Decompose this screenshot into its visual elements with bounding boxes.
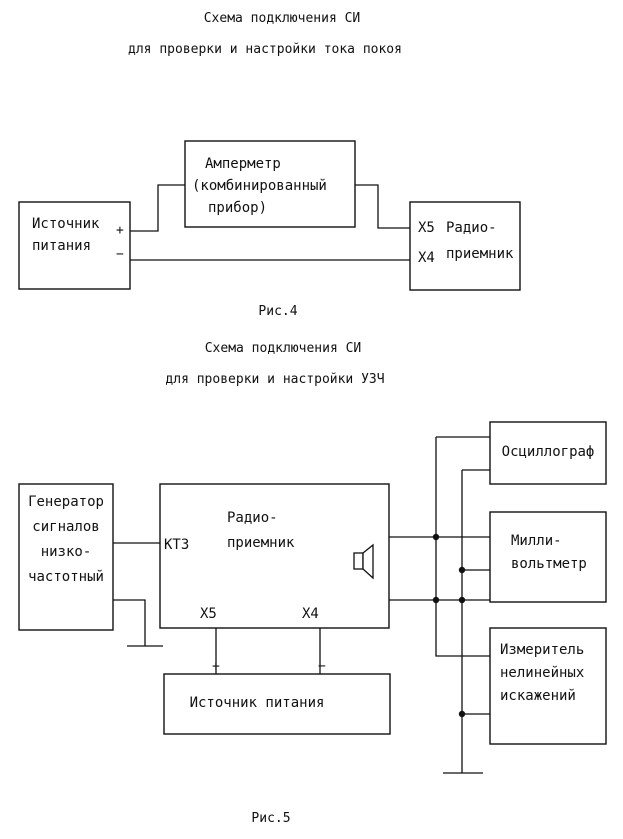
- fig5-bus-signal: [435, 437, 490, 657]
- fig5-radio-receiver: Радио- приемник КТ3 X5 X4: [159, 483, 390, 629]
- fig4-ammeter-label-1: Амперметр: [205, 156, 281, 172]
- fig5-generator: Генератор сигналов низко- частотный: [18, 483, 114, 631]
- fig4-source-label-1: Источник: [32, 216, 100, 232]
- fig5-radio-kt3: КТ3: [164, 537, 189, 553]
- fig5-generator-label-3: низко-: [41, 544, 92, 560]
- fig5-millivoltmeter-label-1: Милли-: [511, 533, 562, 549]
- fig5-generator-label-1: Генератор: [28, 494, 104, 510]
- fig5-power-plus: +: [212, 659, 220, 674]
- fig4-source-minus: −: [116, 247, 124, 262]
- junction-dot: [458, 710, 466, 718]
- speaker-icon: [353, 543, 374, 580]
- fig5-millivoltmeter-label-2: вольтметр: [511, 556, 587, 572]
- fig5-title-line1: Схема подключения СИ: [205, 341, 362, 356]
- fig4-source-label-2: питания: [32, 238, 91, 254]
- fig5-wire-gen-ground: [113, 599, 146, 646]
- fig4-caption: Рис.4: [258, 304, 297, 319]
- junction-dot: [458, 566, 466, 574]
- fig5-distortion-label-3: искажений: [500, 688, 576, 704]
- fig5-oscillograph-label: Осциллограф: [502, 444, 595, 460]
- fig5-oscillograph: Осциллограф: [489, 421, 607, 485]
- fig5-power-label: Источник питания: [190, 695, 325, 711]
- junction-dot: [432, 533, 440, 541]
- fig5-radio-x4: X4: [302, 606, 319, 622]
- fig5-generator-label-4: частотный: [28, 569, 104, 585]
- fig4-title-line1: Схема подключения СИ: [204, 11, 361, 26]
- fig4-source-plus: +: [116, 223, 124, 238]
- fig5-caption: Рис.5: [251, 811, 290, 826]
- fig5-radio-label-2: приемник: [227, 535, 295, 551]
- fig4-ammeter-label-3: прибор): [208, 200, 267, 216]
- fig4-radio-label-2: приемник: [446, 246, 514, 262]
- fig5-radio-x5: X5: [200, 606, 217, 622]
- fig4-radio-receiver: X5 X4 Радио- приемник: [409, 201, 521, 291]
- fig4-radio-x4: X4: [418, 250, 435, 266]
- fig5-millivoltmeter: Милли- вольтметр: [489, 511, 607, 603]
- fig4-wire-plus-to-ammeter: [130, 184, 185, 232]
- fig4-title-line2: для проверки и настройки тока покоя: [128, 42, 402, 57]
- fig4-radio-label-1: Радио-: [446, 220, 497, 236]
- fig4-ammeter-label-2: (комбинированный: [192, 178, 327, 194]
- fig4-ammeter: Амперметр (комбинированный прибор): [184, 140, 356, 228]
- fig5-distortion-meter: Измеритель нелинейных искажений: [489, 627, 607, 745]
- junction-dot: [432, 596, 440, 604]
- fig4-radio-x5: X5: [418, 220, 435, 236]
- fig5-distortion-label-2: нелинейных: [500, 665, 584, 681]
- fig5-power-source: Источник питания + −: [163, 659, 391, 735]
- fig5-radio-label-1: Радио-: [227, 510, 278, 526]
- fig4-wire-ammeter-to-x5: [355, 184, 410, 229]
- fig4-wires: [130, 184, 410, 261]
- junction-dot: [458, 596, 466, 604]
- fig5-power-minus: −: [318, 659, 326, 674]
- fig5-distortion-label-1: Измеритель: [500, 642, 584, 658]
- fig5-title-line2: для проверки и настройки УЗЧ: [165, 372, 384, 387]
- fig5-generator-label-2: сигналов: [32, 519, 99, 535]
- fig4-power-source: Источник питания + −: [18, 201, 131, 290]
